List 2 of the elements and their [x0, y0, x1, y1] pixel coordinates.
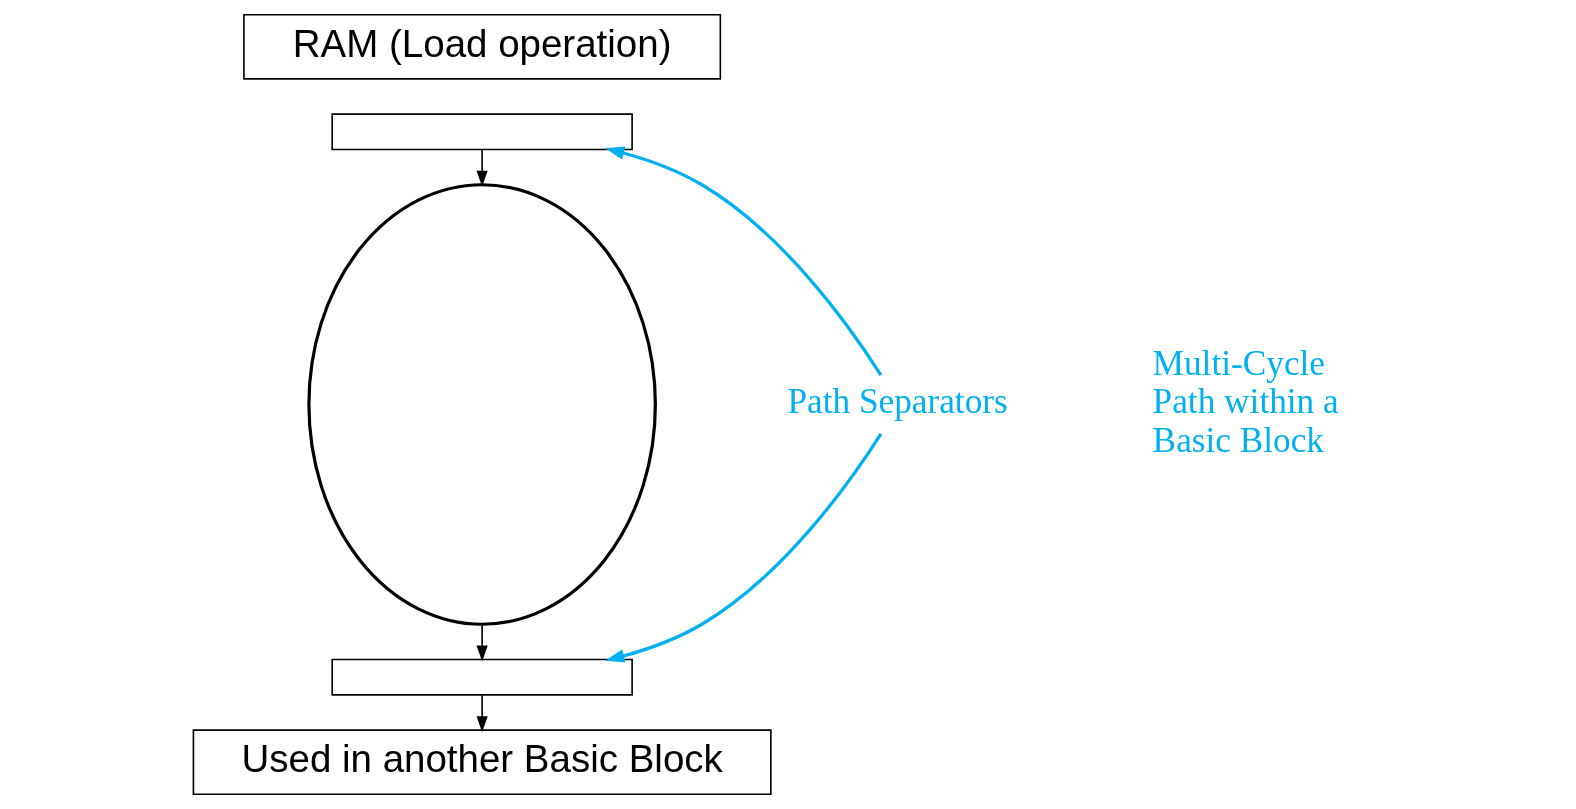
label: Multi-Cycle Path within a Basic Block	[1152, 343, 1339, 460]
node-text: Path Separators	[786, 382, 1008, 422]
